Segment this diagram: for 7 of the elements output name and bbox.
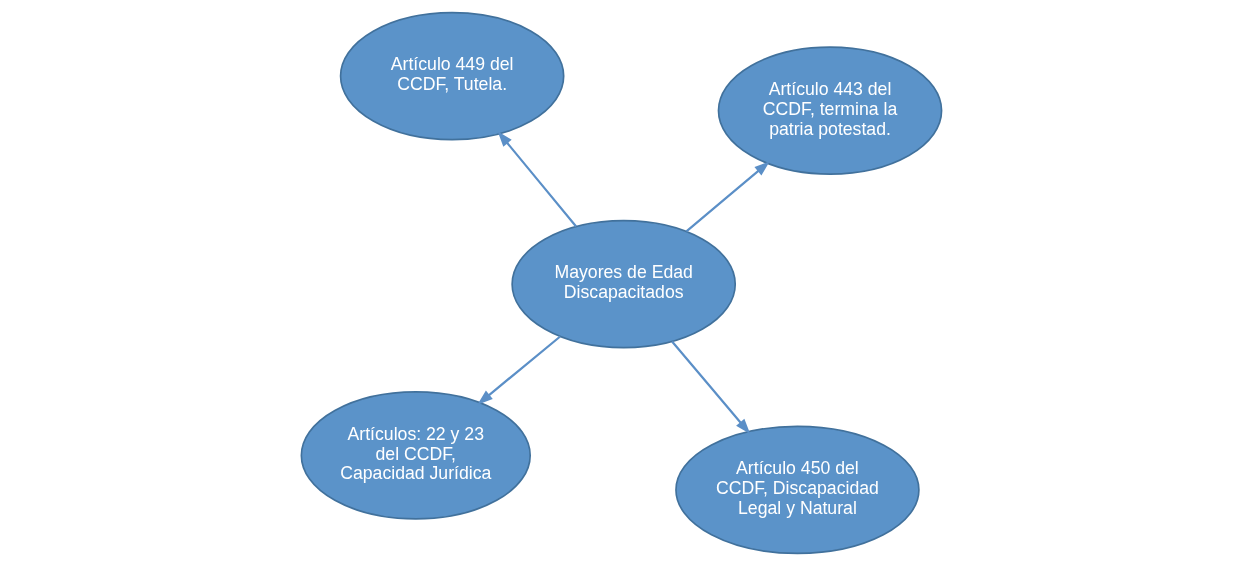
arrow	[685, 161, 770, 233]
arrow	[476, 335, 561, 405]
node-ellipse: Artículo 450 del CCDF, Discapacidad Legal y Natural	[674, 425, 920, 555]
node-ellipse: Artículo 449 del CCDF, Tutela.	[339, 11, 564, 141]
node-ellipse: Mayores de Edad Discapacitados	[510, 219, 736, 349]
arrow	[670, 340, 750, 435]
arrow	[497, 131, 577, 228]
